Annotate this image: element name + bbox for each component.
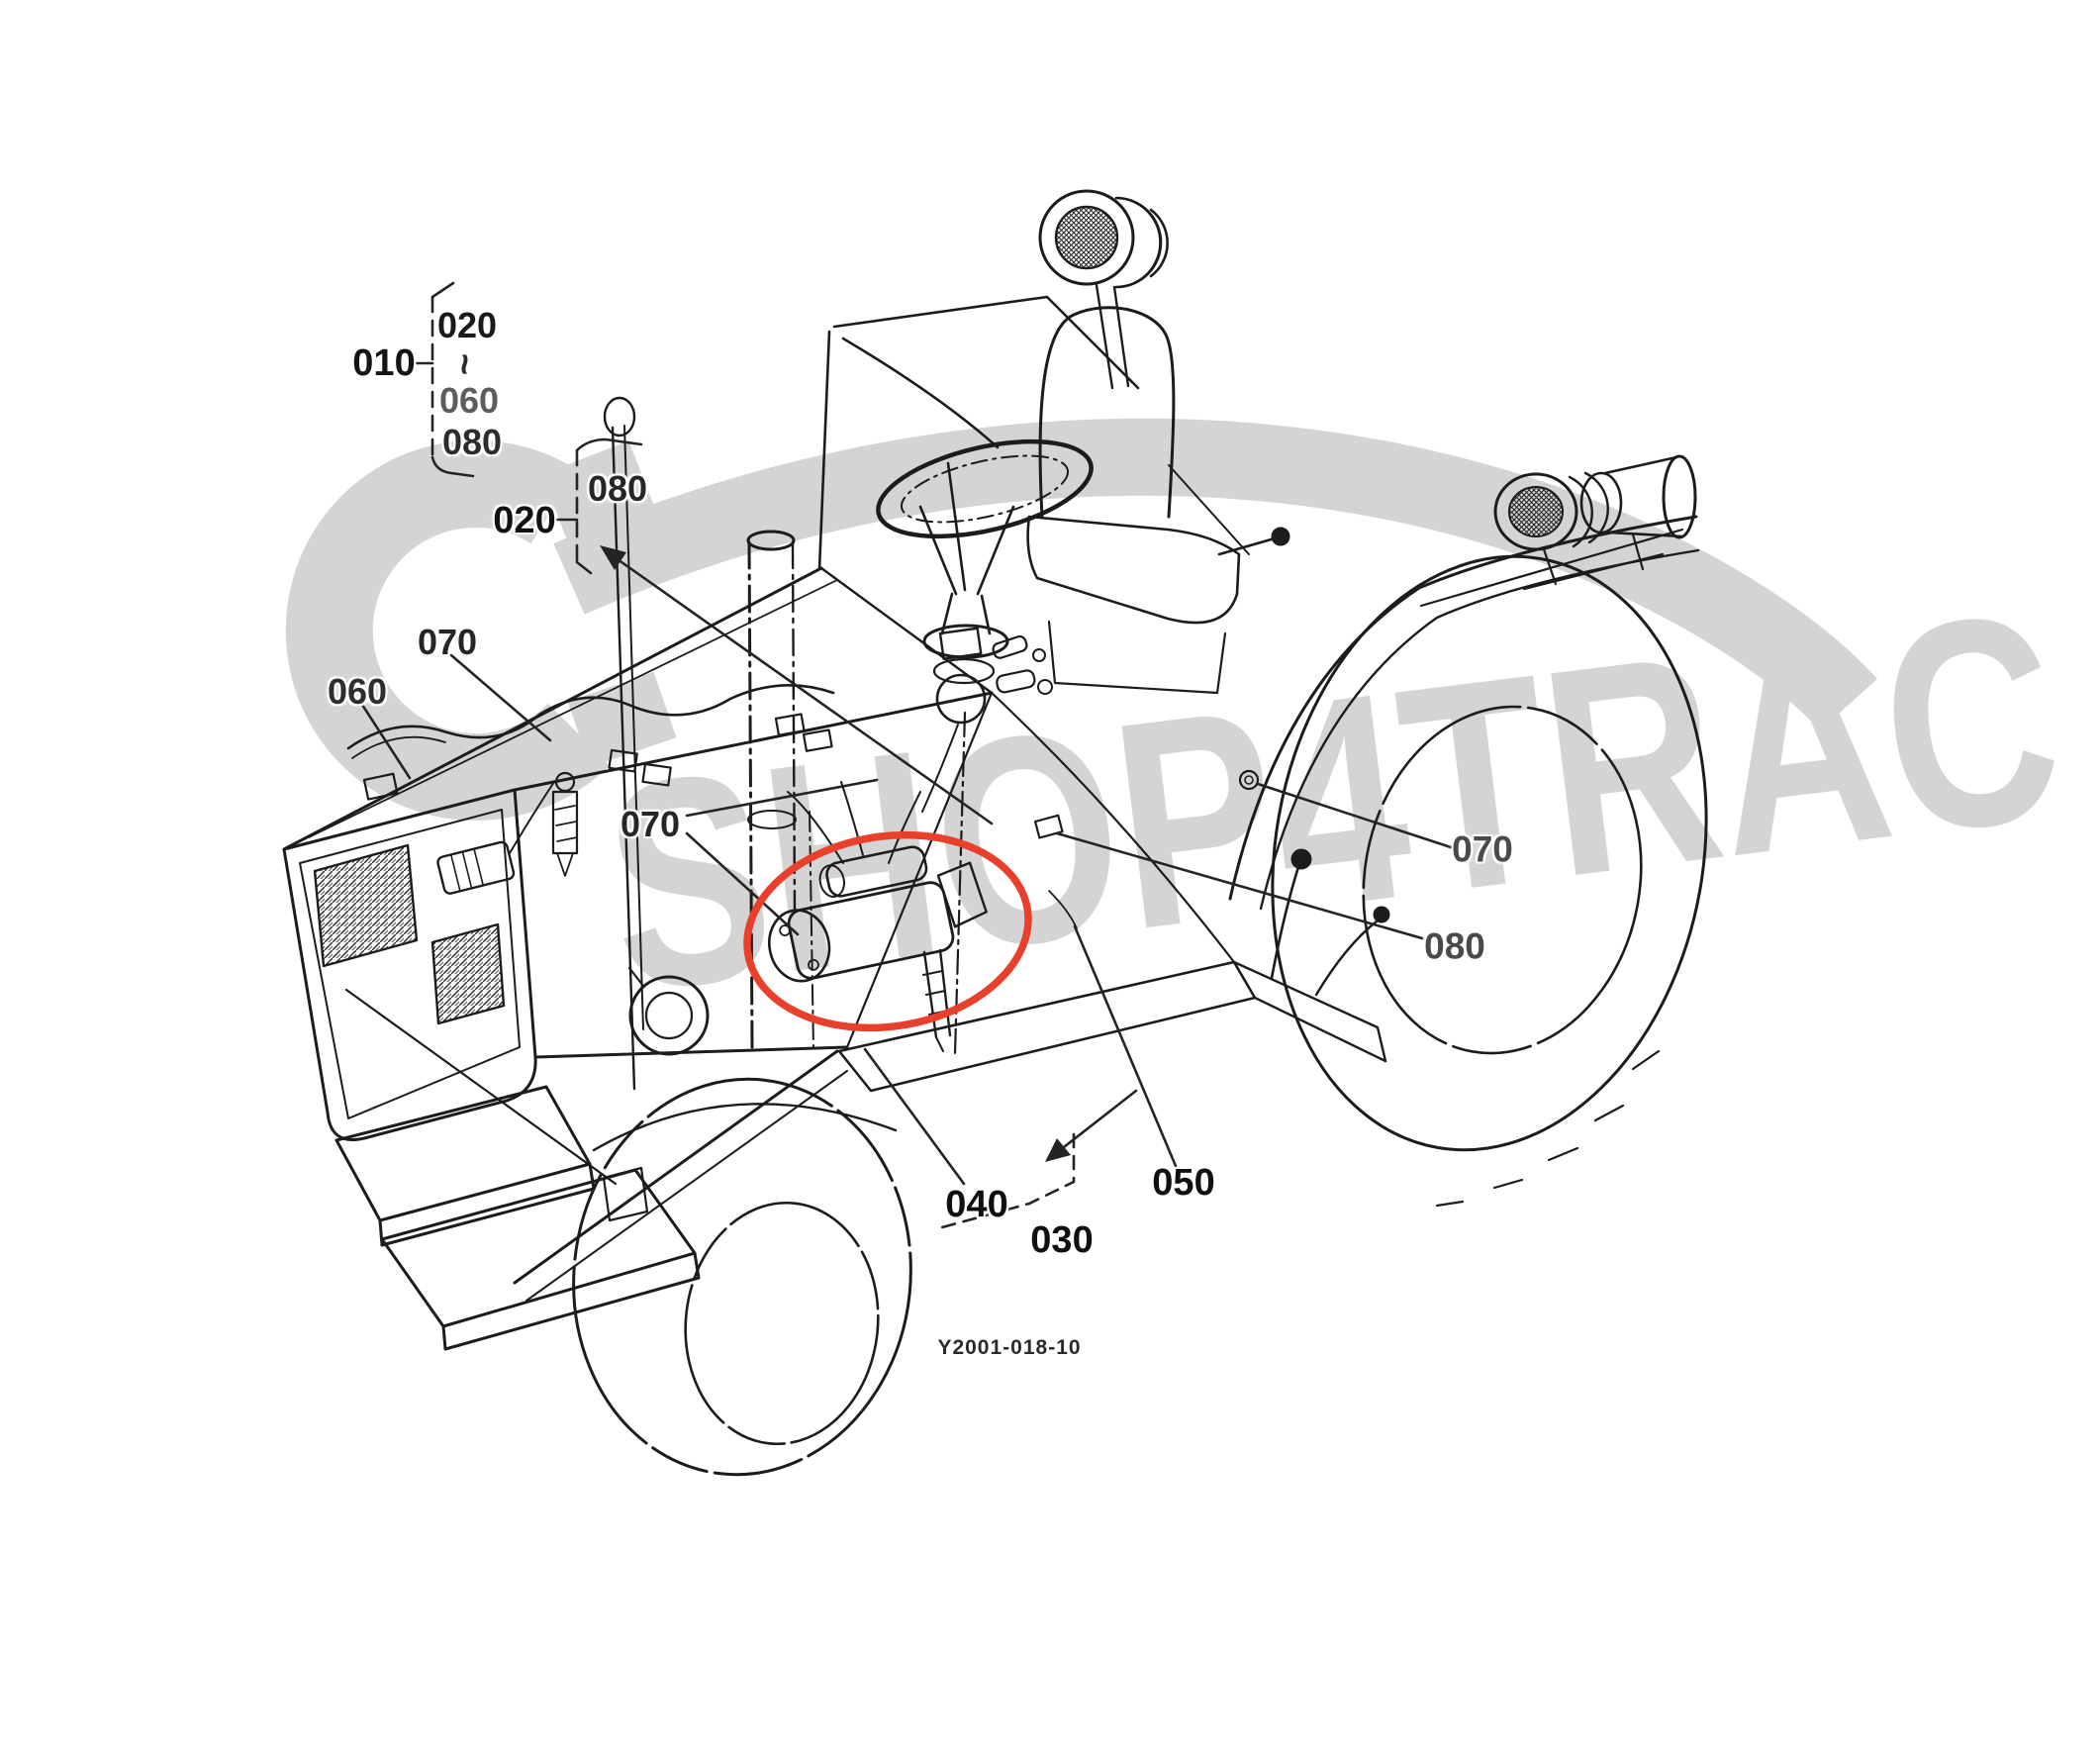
callout-leader-lines	[360, 281, 1453, 1229]
tractor-line-art	[282, 189, 1708, 1477]
highlight-ellipse	[743, 830, 1032, 1032]
starter-motor	[768, 845, 988, 983]
